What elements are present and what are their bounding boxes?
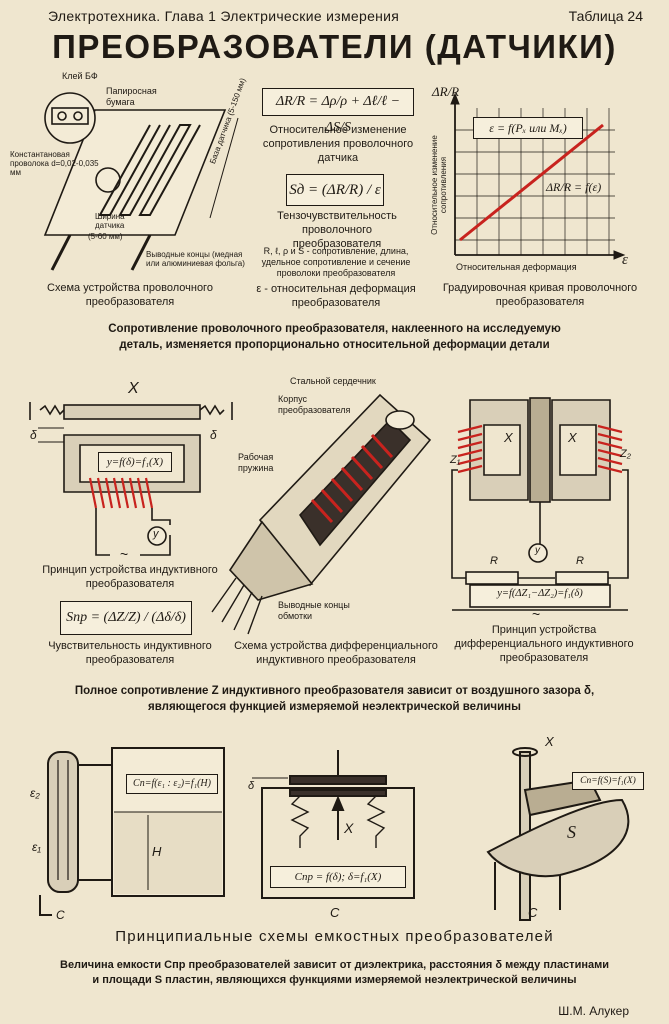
statement-wire-sensor: Сопротивление проволочного преобразовате… [108, 323, 561, 351]
level-eps2: ε₂ [30, 786, 40, 800]
header-table-number: Таблица 24 [568, 8, 643, 24]
rot-x: X [545, 734, 554, 749]
rot-c: C [528, 905, 538, 920]
graph-caption: Градуировочная кривая проволочного преоб… [442, 282, 638, 308]
diff-meter-label: y [535, 545, 540, 556]
diff-resistor-right: R [576, 555, 584, 567]
level-formula: Cп=f(ε₁ : ε₂)=f₁(H) [126, 774, 218, 794]
inductive-sensitivity-formula: Sпр = (ΔZ/Z) / (Δδ/δ) [60, 601, 192, 635]
level-h: H [152, 844, 162, 859]
level-c: C [56, 908, 65, 922]
capacitive-caption: Принципиальные схемы емкостных преобразо… [115, 928, 554, 945]
inductive-gap-left: δ [30, 428, 37, 442]
header-chapter: Электротехника. Глава 1 Электрические из… [48, 8, 400, 24]
plate-delta: δ [248, 780, 255, 792]
level-capacitive-drawing [39, 747, 225, 916]
differential-principle-drawing [451, 397, 629, 611]
plate-formula: Cпр = f(δ); δ=f₁(X) [270, 866, 406, 888]
graph-line-label: ΔR/R = f(ε) [546, 180, 602, 194]
graph-y-axis-symbol: ΔR/R [432, 84, 460, 99]
statement-inductive: Полное сопротивление Z индуктивного прео… [74, 685, 595, 713]
label-coil-leads: Выводные концы обмотки [278, 600, 350, 621]
diff-caption: Принцип устройства дифференциального инд… [454, 624, 634, 664]
device-caption: Схема устройства дифференциального индук… [234, 640, 438, 666]
diff-formula: y=f(ΔZ₁−ΔZ₂)=f₁(δ) [497, 588, 583, 599]
inductive-sensor-drawing [29, 402, 233, 556]
formula2-caption: Тензочувствительность проволочного преоб… [277, 210, 397, 250]
plate-capacitive-drawing [252, 750, 415, 899]
inductive-core-formula: y=f(δ)=f₁(X) [98, 452, 172, 472]
graph-x-axis-symbol: ε [622, 252, 628, 268]
plate-c: C [330, 905, 340, 920]
plate-x: X [344, 820, 354, 836]
symbols-legend-2: ε - относительная деформация преобразова… [256, 283, 416, 309]
strain-gauge-drawing [43, 92, 239, 271]
page-title: ПРЕОБРАЗОВАТЕЛИ (ДАТЧИКИ) [52, 28, 617, 65]
inductive-meter-label: y [153, 528, 159, 540]
symbols-legend: R, ℓ, ρ и S - сопротивление, длина, удел… [261, 246, 411, 278]
rot-s: S [567, 822, 576, 842]
graph-x-label: Относительная деформация [456, 262, 577, 272]
sensor-caption: Схема устройства проволочного преобразов… [47, 282, 213, 308]
inductive-ac-source: ~ [120, 546, 129, 562]
label-leads: Выводные концы (медная или алюминиевая ф… [146, 250, 245, 269]
diff-resistor-left: R [490, 555, 498, 567]
label-width-dim: (5-60 мм) [88, 232, 123, 241]
statement-capacitive: Величина емкости Cпр преобразователей за… [60, 959, 609, 986]
inductive-caption: Принцип устройства индуктивного преобраз… [42, 564, 218, 590]
label-paper: Папиросная бумага [106, 86, 157, 107]
rot-formula: Cп=f(S)=f₁(X) [572, 772, 644, 790]
level-eps1: ε₁ [32, 840, 42, 854]
formula1-caption: Относительное изменение сопротивления пр… [262, 124, 414, 164]
diff-ac-source: ~ [532, 606, 541, 622]
inductive-x-label: X [128, 380, 139, 397]
label-steel-core: Стальной сердечник [290, 376, 376, 386]
graph-y-label: Относительное изменение сопротивления [430, 135, 449, 235]
label-spring: Рабочая пружина [238, 452, 274, 473]
diff-z1: Z₁ [450, 454, 461, 466]
label-glue: Клей БФ [62, 71, 98, 81]
differential-device-drawing [211, 393, 432, 635]
graph-formula: ε = f(Pₓ или Mₓ) [473, 117, 583, 139]
diff-z2: Z₂ [620, 448, 631, 460]
inductive-sensitivity-caption: Чувствительность индуктивного преобразов… [48, 640, 212, 666]
label-body: Корпус преобразователя [278, 394, 351, 415]
diff-x-left: X [504, 430, 513, 445]
formula-tenso-sensitivity: Sд = (ΔR/R) / ε [286, 174, 384, 206]
author: Ш.М. Алукер [558, 1004, 629, 1018]
label-width: Ширина датчика [95, 212, 125, 231]
label-wire: Константановая проволока d=0,02-0,035 мм [10, 150, 99, 178]
formula-relative-change: ΔR/R = Δρ/ρ + Δℓ/ℓ − ΔS/S [262, 88, 414, 135]
inductive-gap-right: δ [210, 428, 217, 442]
diff-x-right: X [568, 430, 577, 445]
